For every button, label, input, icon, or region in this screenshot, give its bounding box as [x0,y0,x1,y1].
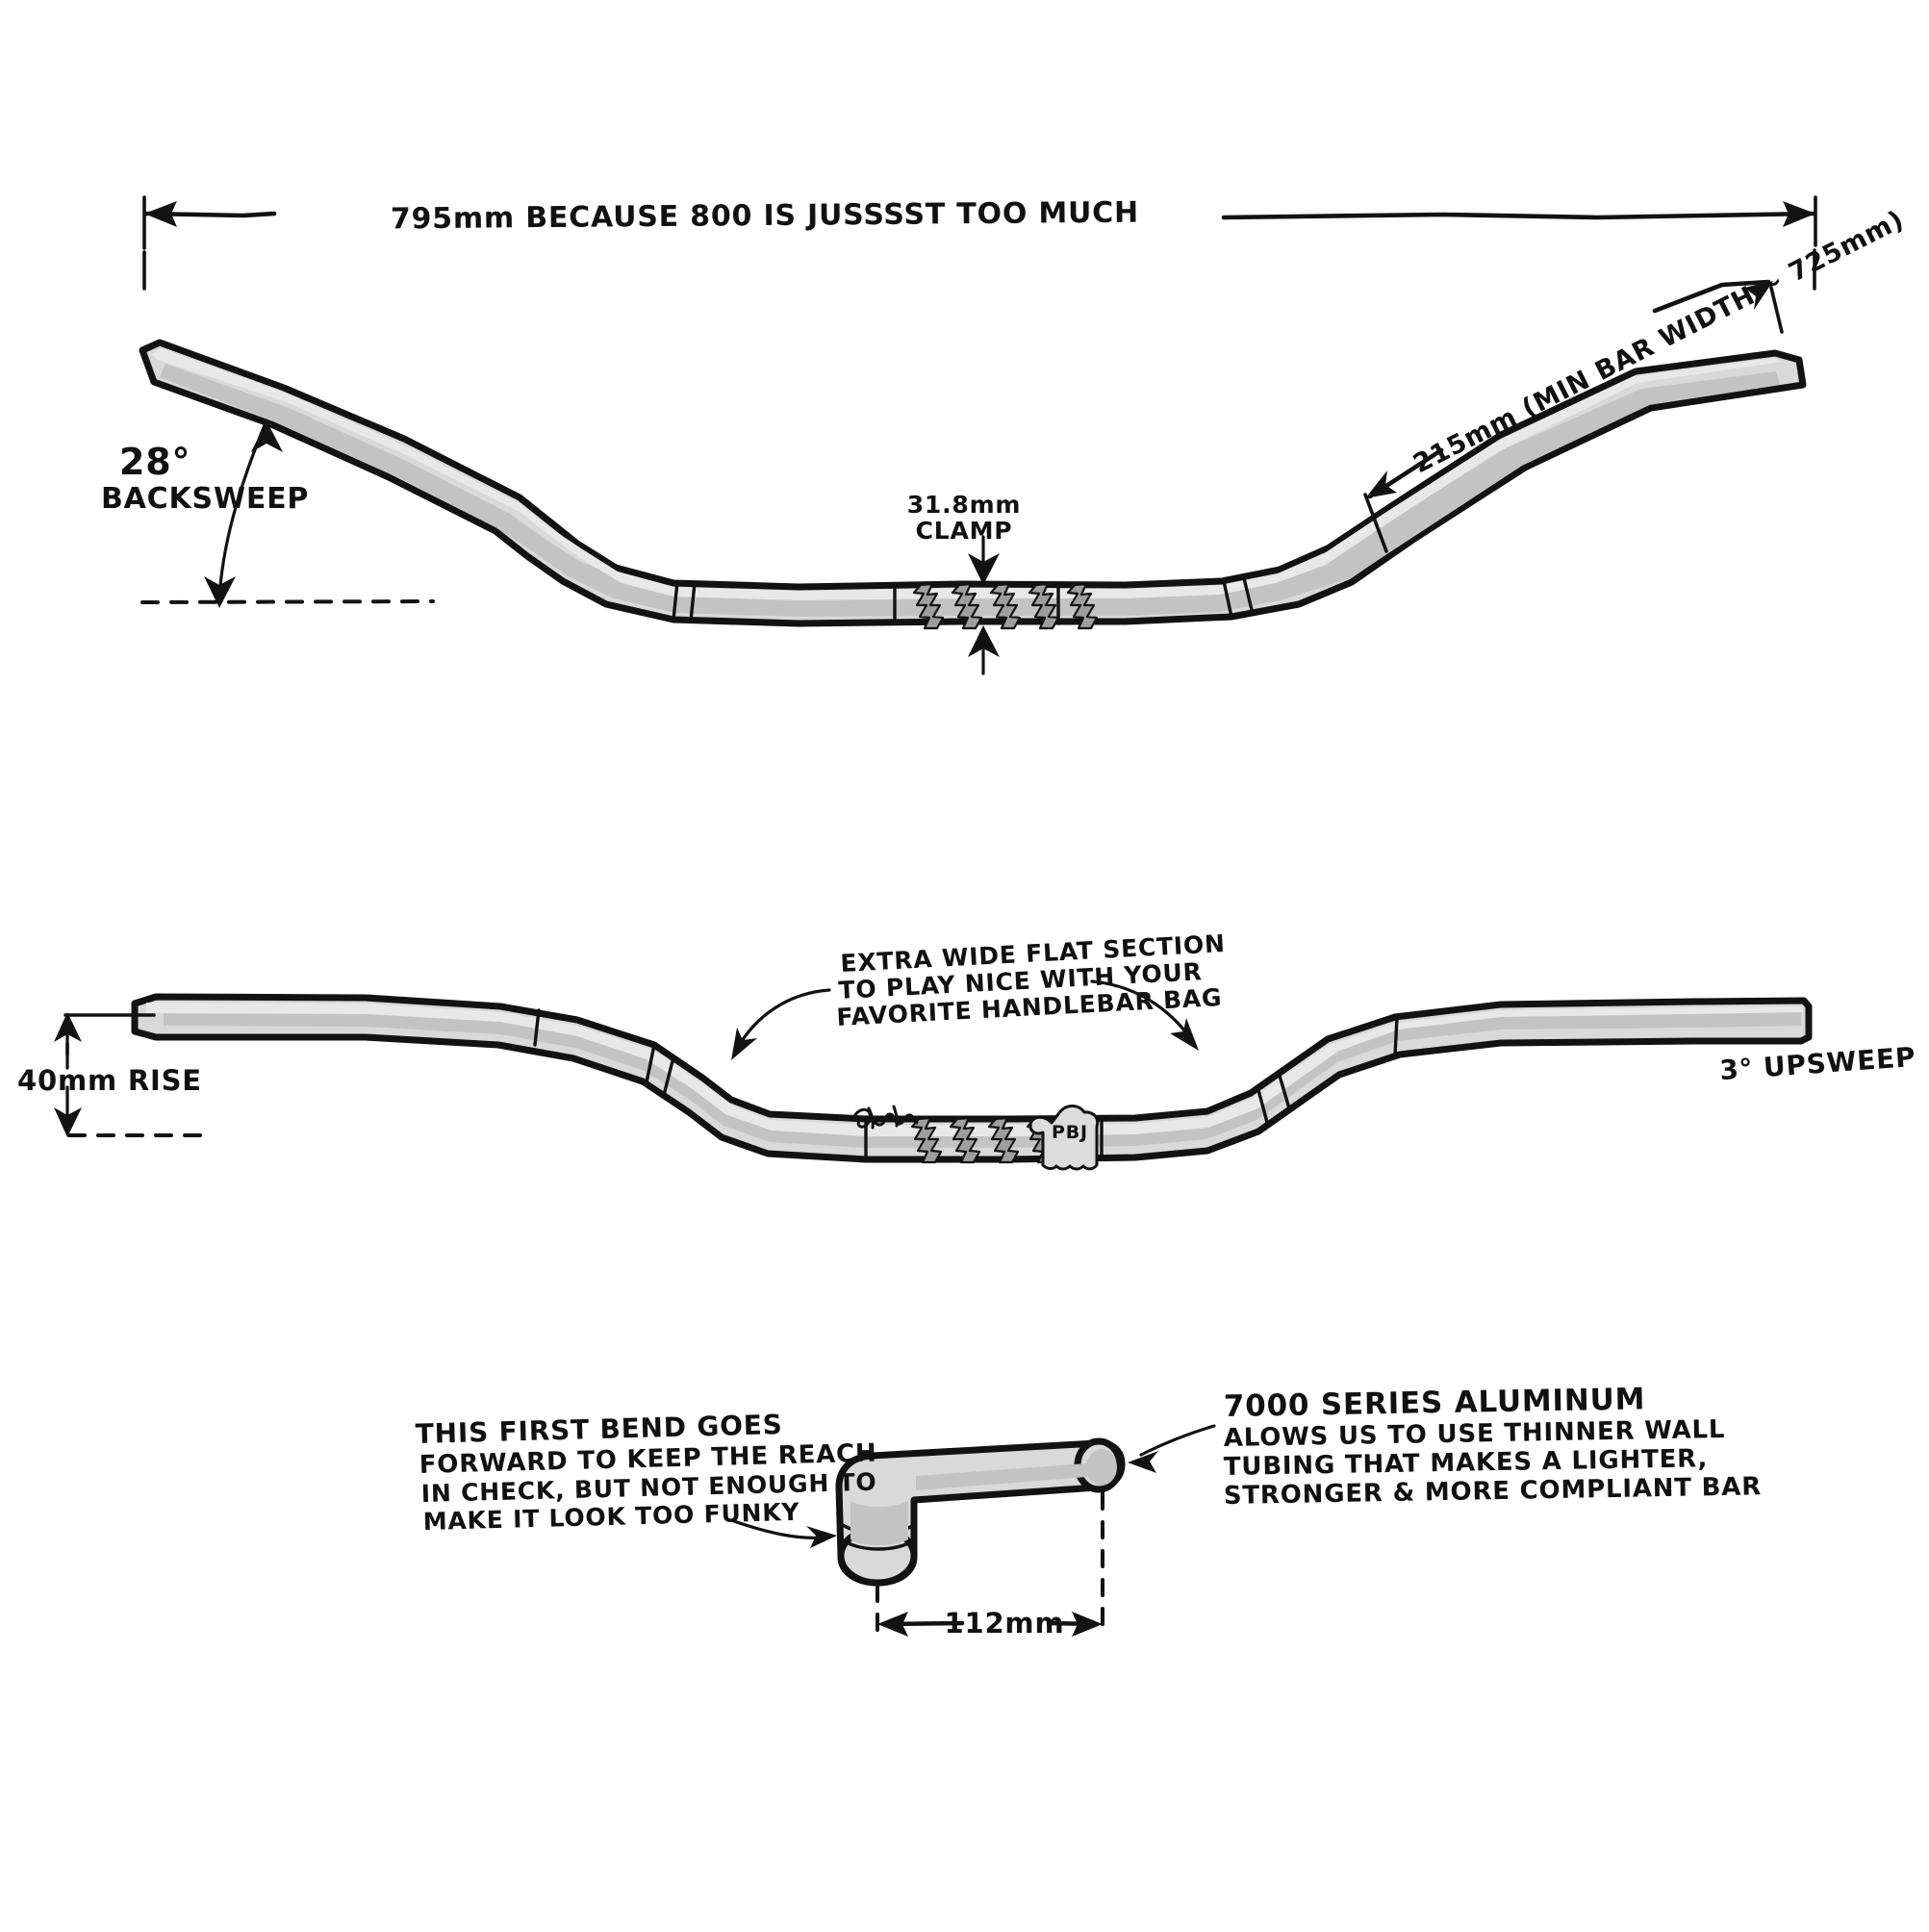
clamp-callout [968,535,1000,675]
front-view-bar [131,993,1813,1163]
rise-label: 40mm RISE [17,1064,202,1097]
flat-section-leaders [731,979,1199,1060]
bend-detail-tube [835,1437,1126,1587]
bend-note-leader [729,1518,837,1548]
upsweep-label: 3° UPSWEEP [1718,1041,1916,1086]
material-note-leader [1128,1424,1216,1473]
backsweep-callout [140,419,435,608]
overall-width-label: 795mm BECAUSE 800 IS JUSSSST TOO MUCH [391,196,1139,237]
sweep-run-label: 215mm (MIN BAR WIDTH ~ 725mm) [1409,205,1909,479]
clamp-knurl-texture-top [912,582,1099,630]
backsweep-value: 28° [119,441,190,483]
overall-width-dimension [142,195,1817,291]
reach-dimension [876,1491,1104,1638]
reach-label: 112mm [945,1607,1065,1640]
clamp-size-label: 31.8mm [907,491,1022,519]
material-note-line1: 7000 SERIES ALUMINUM [1224,1382,1646,1424]
top-view-bar [139,339,1807,627]
clamp-word-label: CLAMP [916,517,1013,545]
pbj-logo-text: PBJ [1052,1122,1088,1143]
pbj-bread-logo: PBJ [1028,1105,1100,1171]
sweep-run-dimension [1363,279,1784,553]
rise-dimension [54,1012,206,1137]
brand-signature-mark [852,1105,919,1130]
backsweep-label: BACKSWEEP [101,482,309,516]
